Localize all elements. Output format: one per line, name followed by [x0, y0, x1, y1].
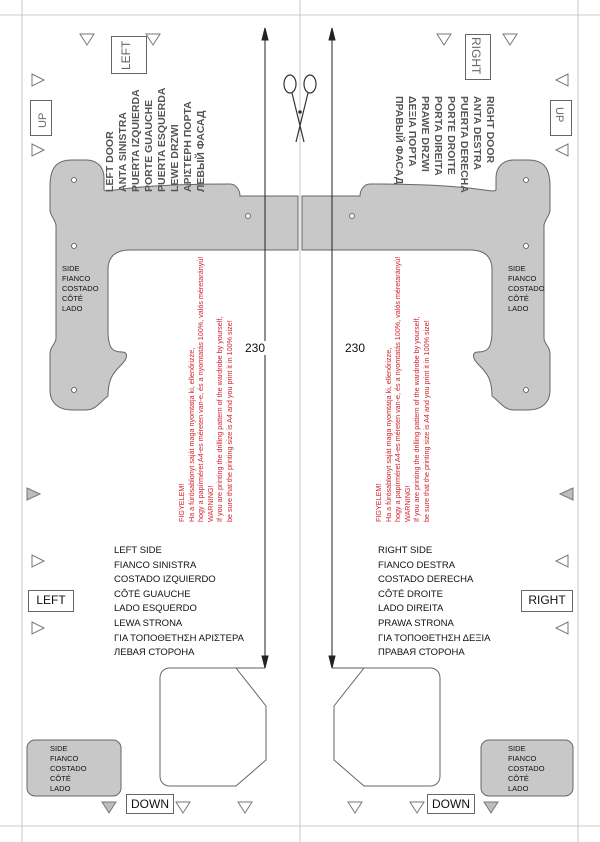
- left-door-line: PUERTA IZQUIERDA: [130, 89, 142, 192]
- right-side-box: [480, 739, 574, 797]
- left-door-line: ЛЕВЫЙ ФАСАД: [195, 110, 207, 193]
- grey-alignment-triangles: [26, 487, 574, 814]
- left-side-line: LEWA STRONA: [114, 617, 183, 629]
- warning-line: If you are printing the drilling pattern…: [215, 316, 225, 522]
- left-door-line: PUERTA ESQUERDA: [156, 87, 168, 192]
- left-dimension-label: 230: [244, 341, 267, 355]
- left-door-line: PORTE GUAUCHE: [143, 99, 155, 192]
- left-door-line: LEWE DRZWI: [169, 124, 181, 192]
- right-door-line: ANTA DESTRA: [471, 96, 483, 171]
- left-side-line: ЛЕВАЯ СТОРОНА: [114, 647, 195, 659]
- left-up-label: UP: [30, 100, 52, 136]
- side-label-line: COSTADO: [508, 284, 545, 293]
- side-label-line: FIANCO: [50, 754, 79, 763]
- side-label-line: LADO: [508, 304, 529, 313]
- right-door-line: PUERTA DERECHA: [458, 96, 470, 193]
- right-door-line: PRAWE DRZWI: [419, 96, 431, 172]
- right-door-line: ПРАВЫЙ ФАСАД: [393, 96, 405, 185]
- warning-line: Ha a fúrósablonyt saját maga nyomtatja k…: [186, 347, 196, 522]
- left-door-line: ΑΡΙΣΤΕΡΗ ΠΟΡΤΑ: [182, 101, 194, 192]
- right-door-line: PORTE DROITE: [445, 96, 457, 175]
- right-bottom-plate: [333, 667, 441, 787]
- side-label-line: SIDE: [508, 264, 526, 273]
- left-side-box: [26, 739, 122, 797]
- right-warning-text: FIGYELEM! Ha a fúrósablonyt saját maga n…: [374, 257, 432, 522]
- right-side-list: RIGHT SIDE FIANCO DESTRA COSTADO DERECHA…: [378, 544, 491, 661]
- left-bottom-plate: [159, 667, 267, 787]
- alignment-triangles: [31, 33, 569, 814]
- left-door-template: [49, 159, 299, 411]
- warning-line: If you are printing the drilling pattern…: [412, 316, 422, 522]
- right-dimension-label: 230: [344, 341, 367, 355]
- side-label-line: COSTADO: [508, 764, 545, 773]
- warning-line: FIGYELEM!: [177, 483, 186, 522]
- warning-line: hogy a papírméret A4-es méreten van-e, é…: [196, 256, 206, 522]
- side-label-line: LADO: [508, 784, 529, 793]
- warning-line: Ha a fúrósablonyt saját maga nyomtatja k…: [383, 347, 393, 522]
- left-up-text: UP: [37, 112, 49, 128]
- right-side-line: ΓΙΑ ΤΟΠΟΘΕΤΗΣΗ ΔΕΞΙΑ: [378, 632, 491, 644]
- warning-line: be sure that the printing size is A4 and…: [421, 320, 431, 522]
- warning-line: WARNING!: [205, 485, 215, 522]
- right-top-label-text: RIGHT: [469, 37, 483, 75]
- left-side-line: LADO ESQUERDO: [114, 603, 197, 615]
- right-side-line: ПРАВАЯ СТОРОНА: [378, 647, 465, 659]
- warning-line: WARNING!: [402, 485, 412, 522]
- left-door-line: LEFT DOOR: [104, 131, 116, 192]
- left-top-label: LEFT: [111, 36, 147, 74]
- side-label-line: SIDE: [508, 744, 526, 753]
- right-top-label: RIGHT: [465, 34, 491, 80]
- scissors-icon: [283, 74, 317, 143]
- left-side-small-label: SIDE FIANCO COSTADO CÔTÉ LADO: [62, 264, 99, 314]
- right-door-line: PORTA DIREITA: [432, 96, 444, 176]
- left-top-label-text: LEFT: [119, 40, 133, 70]
- side-label-line: FIANCO: [508, 274, 537, 283]
- left-door-text: LEFT DOOR ANTA SINISTRA PUERTA IZQUIERDA…: [104, 88, 208, 192]
- right-side-line: CÔTÉ DROITE: [378, 588, 443, 600]
- left-side-line: FIANCO SINISTRA: [114, 559, 197, 571]
- side-label-line: FIANCO: [508, 754, 537, 763]
- left-side-list: LEFT SIDE FIANCO SINISTRA COSTADO IZQUIE…: [114, 544, 244, 661]
- left-side-line: CÔTÉ GUAUCHE: [114, 588, 191, 600]
- right-side-line: FIANCO DESTRA: [378, 559, 456, 571]
- side-label-line: CÔTÉ: [508, 294, 529, 303]
- right-door-text: RIGHT DOOR ANTA DESTRA PUERTA DERECHA PO…: [392, 96, 496, 193]
- side-label-line: COSTADO: [62, 284, 99, 293]
- right-bottom-side-label: SIDE FIANCO COSTADO CÔTÉ LADO: [508, 744, 545, 794]
- right-door-template: [301, 159, 551, 411]
- side-label-line: FIANCO: [62, 274, 91, 283]
- side-label-line: CÔTÉ: [508, 774, 529, 783]
- warning-line: FIGYELEM!: [374, 483, 383, 522]
- right-side-line: COSTADO DERECHA: [378, 574, 474, 586]
- warning-line: hogy a papírméret A4-es méreten van-e, é…: [393, 256, 403, 522]
- side-label-line: CÔTÉ: [62, 294, 83, 303]
- side-label-line: CÔTÉ: [50, 774, 71, 783]
- right-door-line: ΔΕΞΙΑ ΠΟΡΤΑ: [406, 96, 418, 167]
- side-label-line: SIDE: [50, 744, 68, 753]
- right-mid-label: RIGHT: [521, 590, 573, 612]
- left-mid-label: LEFT: [28, 590, 74, 612]
- right-door-line: RIGHT DOOR: [484, 96, 496, 164]
- side-label-line: COSTADO: [50, 764, 87, 773]
- left-side-line: LEFT SIDE: [114, 545, 162, 556]
- left-warning-text: FIGYELEM! Ha a fúrósablonyt saját maga n…: [177, 257, 235, 522]
- right-side-line: LADO DIREITA: [378, 603, 444, 615]
- left-bottom-side-label: SIDE FIANCO COSTADO CÔTÉ LADO: [50, 744, 87, 794]
- right-up-label: UP: [550, 100, 572, 136]
- side-label-line: LADO: [50, 784, 71, 793]
- right-side-small-label: SIDE FIANCO COSTADO CÔTÉ LADO: [508, 264, 545, 314]
- side-label-line: SIDE: [62, 264, 80, 273]
- side-label-line: LADO: [62, 304, 83, 313]
- right-side-line: PRAWA STRONA: [378, 617, 454, 629]
- right-up-text: UP: [553, 107, 565, 123]
- right-down-label: DOWN: [427, 794, 475, 814]
- left-side-line: COSTADO IZQUIERDO: [114, 574, 216, 586]
- left-side-line: ΓΙΑ ΤΟΠΟΘΕΤΗΣΗ ΑΡΙΣΤΕΡΑ: [114, 632, 244, 644]
- left-down-label: DOWN: [126, 794, 174, 814]
- left-door-line: ANTA SINISTRA: [117, 112, 129, 192]
- warning-line: be sure that the printing size is A4 and…: [224, 320, 234, 522]
- right-side-line: RIGHT SIDE: [378, 545, 433, 556]
